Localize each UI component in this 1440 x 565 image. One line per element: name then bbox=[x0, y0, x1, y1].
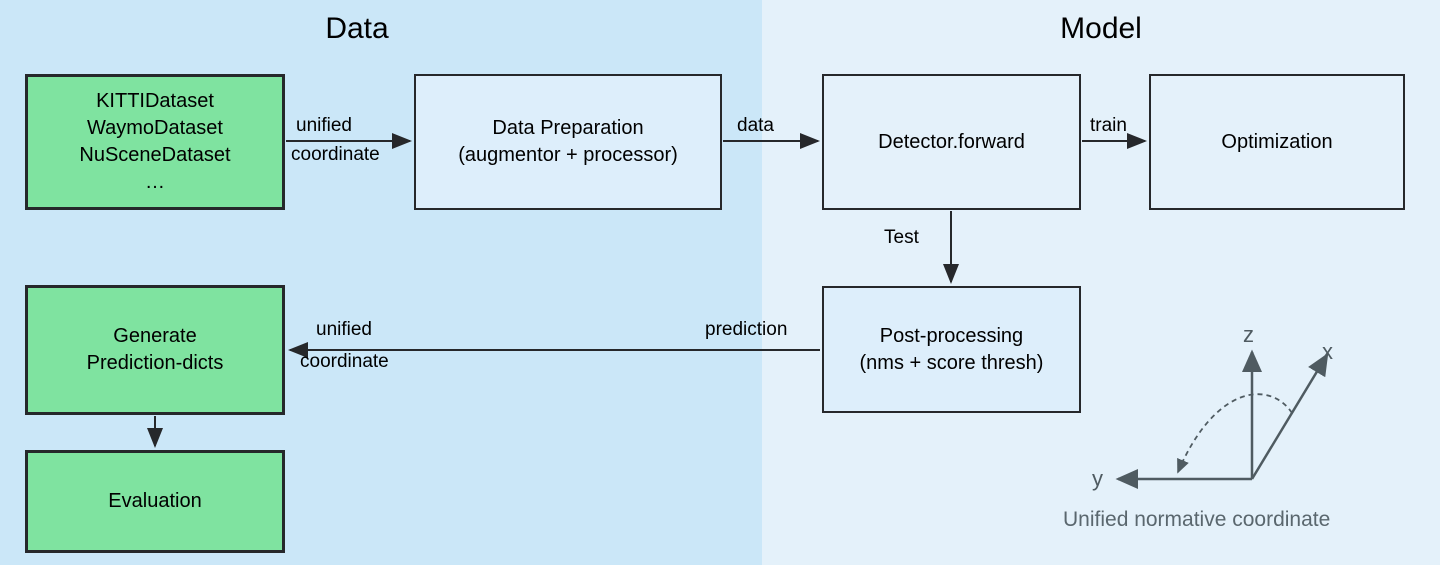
node-generate-prediction-dicts-label: Generate Prediction-dicts bbox=[86, 325, 224, 374]
edge-label-prediction: prediction bbox=[705, 319, 788, 340]
node-optimization-label: Optimization bbox=[1221, 130, 1333, 153]
panel-title-model: Model bbox=[1060, 12, 1142, 45]
edge-label-coordinate-top: coordinate bbox=[291, 144, 380, 165]
edge-label-data: data bbox=[737, 115, 774, 136]
edge-label-unified-bottom: unified bbox=[316, 319, 372, 340]
coordinate-caption: Unified normative coordinate bbox=[1063, 508, 1331, 531]
edge-label-test: Test bbox=[884, 227, 919, 248]
edge-label-unified-top: unified bbox=[296, 115, 352, 136]
coordinate-label-z: z bbox=[1243, 322, 1254, 347]
node-datasets[interactable]: KITTIDataset WaymoDataset NuSceneDataset… bbox=[25, 74, 285, 210]
node-post-processing-label: Post-processing (nms + score thresh) bbox=[859, 324, 1044, 374]
node-evaluation[interactable]: Evaluation bbox=[25, 450, 285, 553]
node-evaluation-label: Evaluation bbox=[108, 490, 202, 512]
edge-label-train: train bbox=[1090, 115, 1127, 136]
node-data-preparation[interactable]: Data Preparation (augmentor + processor) bbox=[414, 74, 722, 210]
panel-title-data: Data bbox=[325, 12, 389, 45]
node-detector-forward[interactable]: Detector.forward bbox=[822, 74, 1081, 210]
node-optimization[interactable]: Optimization bbox=[1149, 74, 1405, 210]
coordinate-label-x: x bbox=[1322, 339, 1333, 364]
coordinate-label-y: y bbox=[1092, 466, 1103, 491]
node-datasets-label: KITTIDataset WaymoDataset NuSceneDataset… bbox=[79, 90, 231, 193]
node-generate-prediction-dicts[interactable]: Generate Prediction-dicts bbox=[25, 285, 285, 415]
edge-label-coordinate-bottom: coordinate bbox=[300, 351, 389, 372]
node-detector-forward-label: Detector.forward bbox=[878, 130, 1025, 153]
node-data-preparation-label: Data Preparation (augmentor + processor) bbox=[458, 117, 678, 166]
node-post-processing[interactable]: Post-processing (nms + score thresh) bbox=[822, 286, 1081, 413]
